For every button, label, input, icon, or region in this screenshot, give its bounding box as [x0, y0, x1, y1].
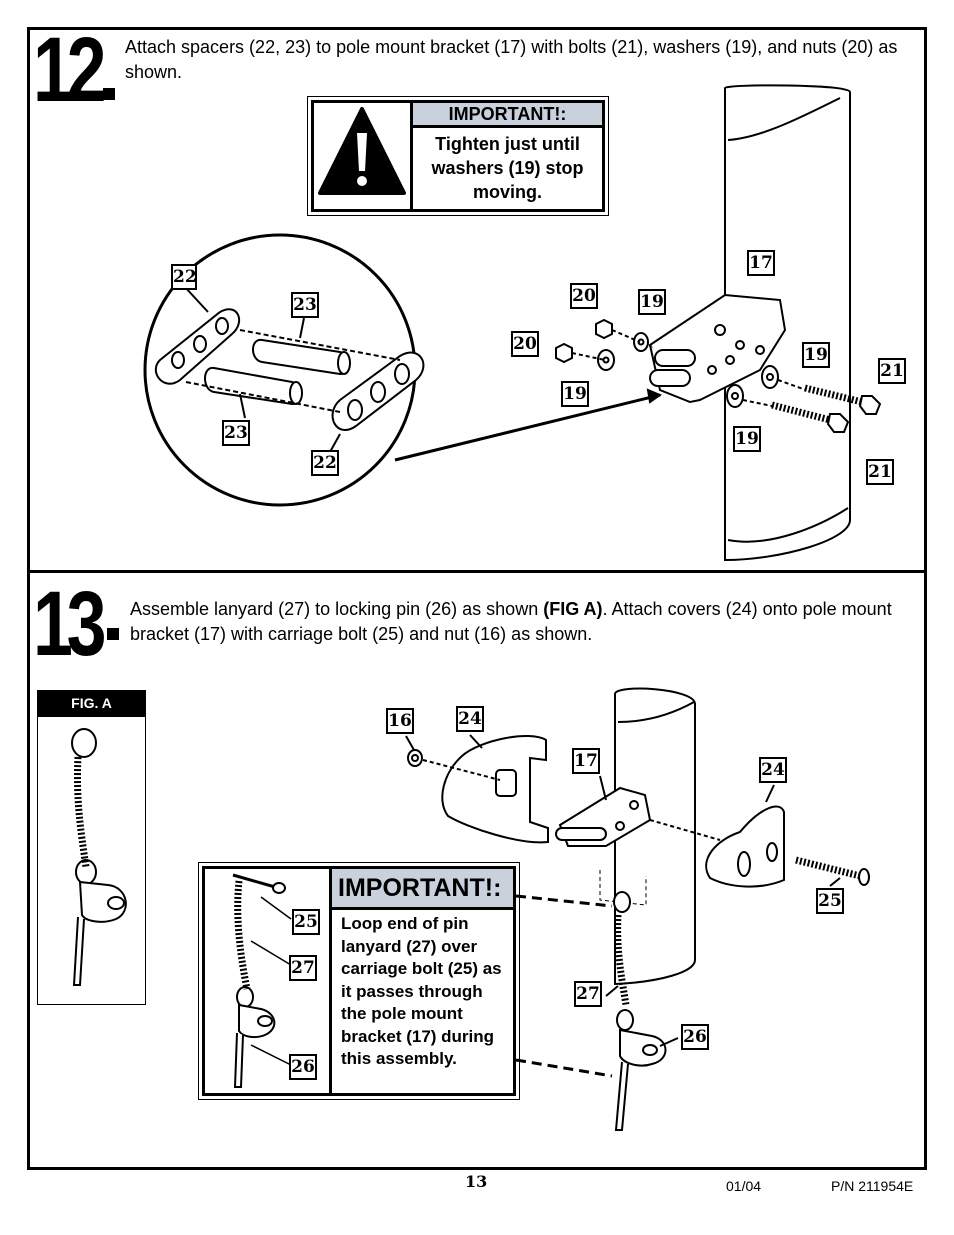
important-body: Loop end of pin lanyard (27) over carria… — [341, 914, 502, 1068]
callout-24-right: 24 — [759, 757, 787, 783]
step-12-dot — [103, 88, 115, 100]
bracket-17-step-12 — [648, 293, 787, 404]
figure-a-label: FIG. A — [38, 691, 145, 717]
callout-24-left: 24 — [456, 706, 484, 732]
hardware-step-13 — [405, 734, 870, 1131]
detail-circle-spacers — [143, 233, 663, 507]
callout-17: 17 — [572, 748, 600, 774]
callout-26: 26 — [681, 1024, 709, 1050]
hardware-step-12 — [555, 318, 882, 433]
step-13-number: 13 — [33, 573, 107, 675]
page-frame — [27, 27, 927, 1170]
revision-date: 01/04 — [726, 1178, 762, 1194]
callout-20-lower: 20 — [511, 331, 539, 357]
callout-25: 25 — [816, 888, 844, 914]
step-13-dot — [107, 628, 119, 640]
figure-a: FIG. A — [37, 690, 146, 1005]
callout-23-upper: 23 — [291, 292, 319, 318]
callout-21-upper: 21 — [878, 358, 906, 384]
callout-16: 16 — [386, 708, 414, 734]
callout-23-lower: 23 — [222, 420, 250, 446]
callout-21-lower: 21 — [866, 459, 894, 485]
lanyard-pin-illustration — [71, 728, 127, 986]
callout-26-detail: 26 — [289, 1054, 317, 1080]
step-12-number: 12 — [33, 19, 107, 121]
callout-17: 17 — [747, 250, 775, 276]
warning-icon — [314, 103, 413, 209]
step-12-instruction: Attach spacers (22, 23) to pole mount br… — [125, 37, 898, 82]
step-divider — [27, 570, 927, 573]
important-box-lanyard: IMPORTANT!: Loop end of pin lanyard (27)… — [198, 862, 520, 1100]
callout-25-detail: 25 — [292, 909, 320, 935]
callout-20-upper: 20 — [570, 283, 598, 309]
step-13-instruction: Assemble lanyard (27) to locking pin (26… — [130, 599, 892, 644]
important-title: IMPORTANT!: — [413, 103, 602, 128]
important-body: Tighten just until washers (19) stop mov… — [431, 134, 584, 202]
callout-19-a: 19 — [638, 289, 666, 315]
callout-27-detail: 27 — [289, 955, 317, 981]
important-box-tighten: IMPORTANT!: Tighten just until washers (… — [307, 96, 609, 216]
callout-19-d: 19 — [733, 426, 761, 452]
callout-22-upper: 22 — [171, 264, 197, 290]
lanyard-detail-illustration — [205, 869, 332, 1093]
callout-22-lower: 22 — [311, 450, 339, 476]
callout-19-b: 19 — [561, 381, 589, 407]
pole-step-13 — [614, 687, 696, 986]
callout-19-c: 19 — [802, 342, 830, 368]
callout-27: 27 — [574, 981, 602, 1007]
important-title: IMPORTANT!: — [332, 869, 513, 910]
part-number: P/N 211954E — [831, 1178, 914, 1194]
page-number: 13 — [465, 1172, 488, 1191]
